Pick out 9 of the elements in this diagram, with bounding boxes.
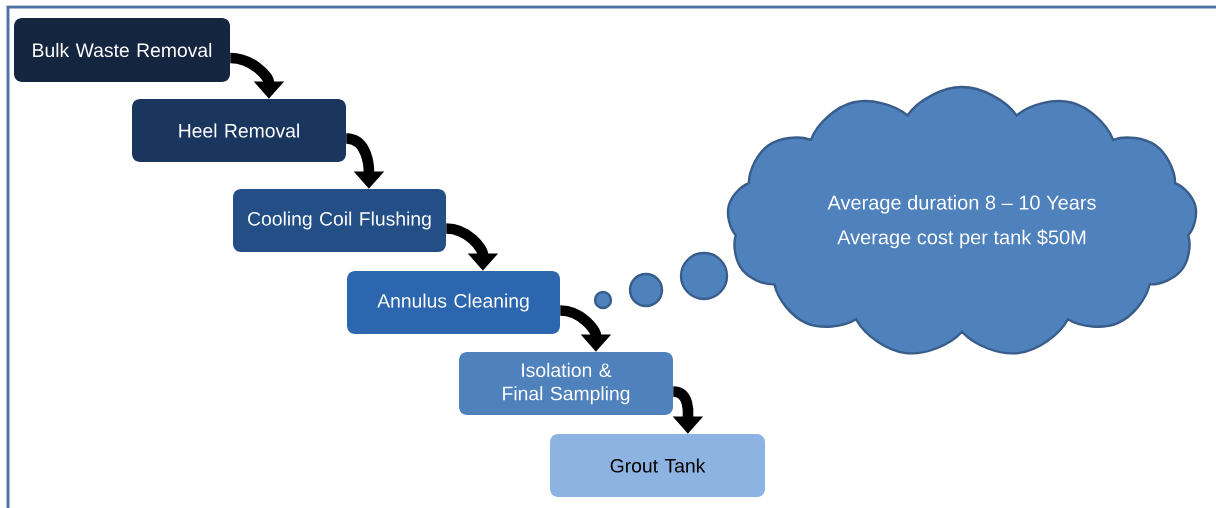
process-box: Heel Removal [132,99,346,162]
cloud-text: Average cost per tank $50M [837,229,1086,249]
process-box: Annulus Cleaning [347,271,560,334]
process-box: Grout Tank [550,434,765,497]
process-box: Bulk Waste Removal [14,18,230,82]
process-box: Isolation & Final Sampling [459,352,673,415]
process-box: Cooling Coil Flushing [233,189,446,252]
cloud-text: Average duration 8 – 10 Years [827,195,1096,214]
thought-cloud [726,85,1198,355]
